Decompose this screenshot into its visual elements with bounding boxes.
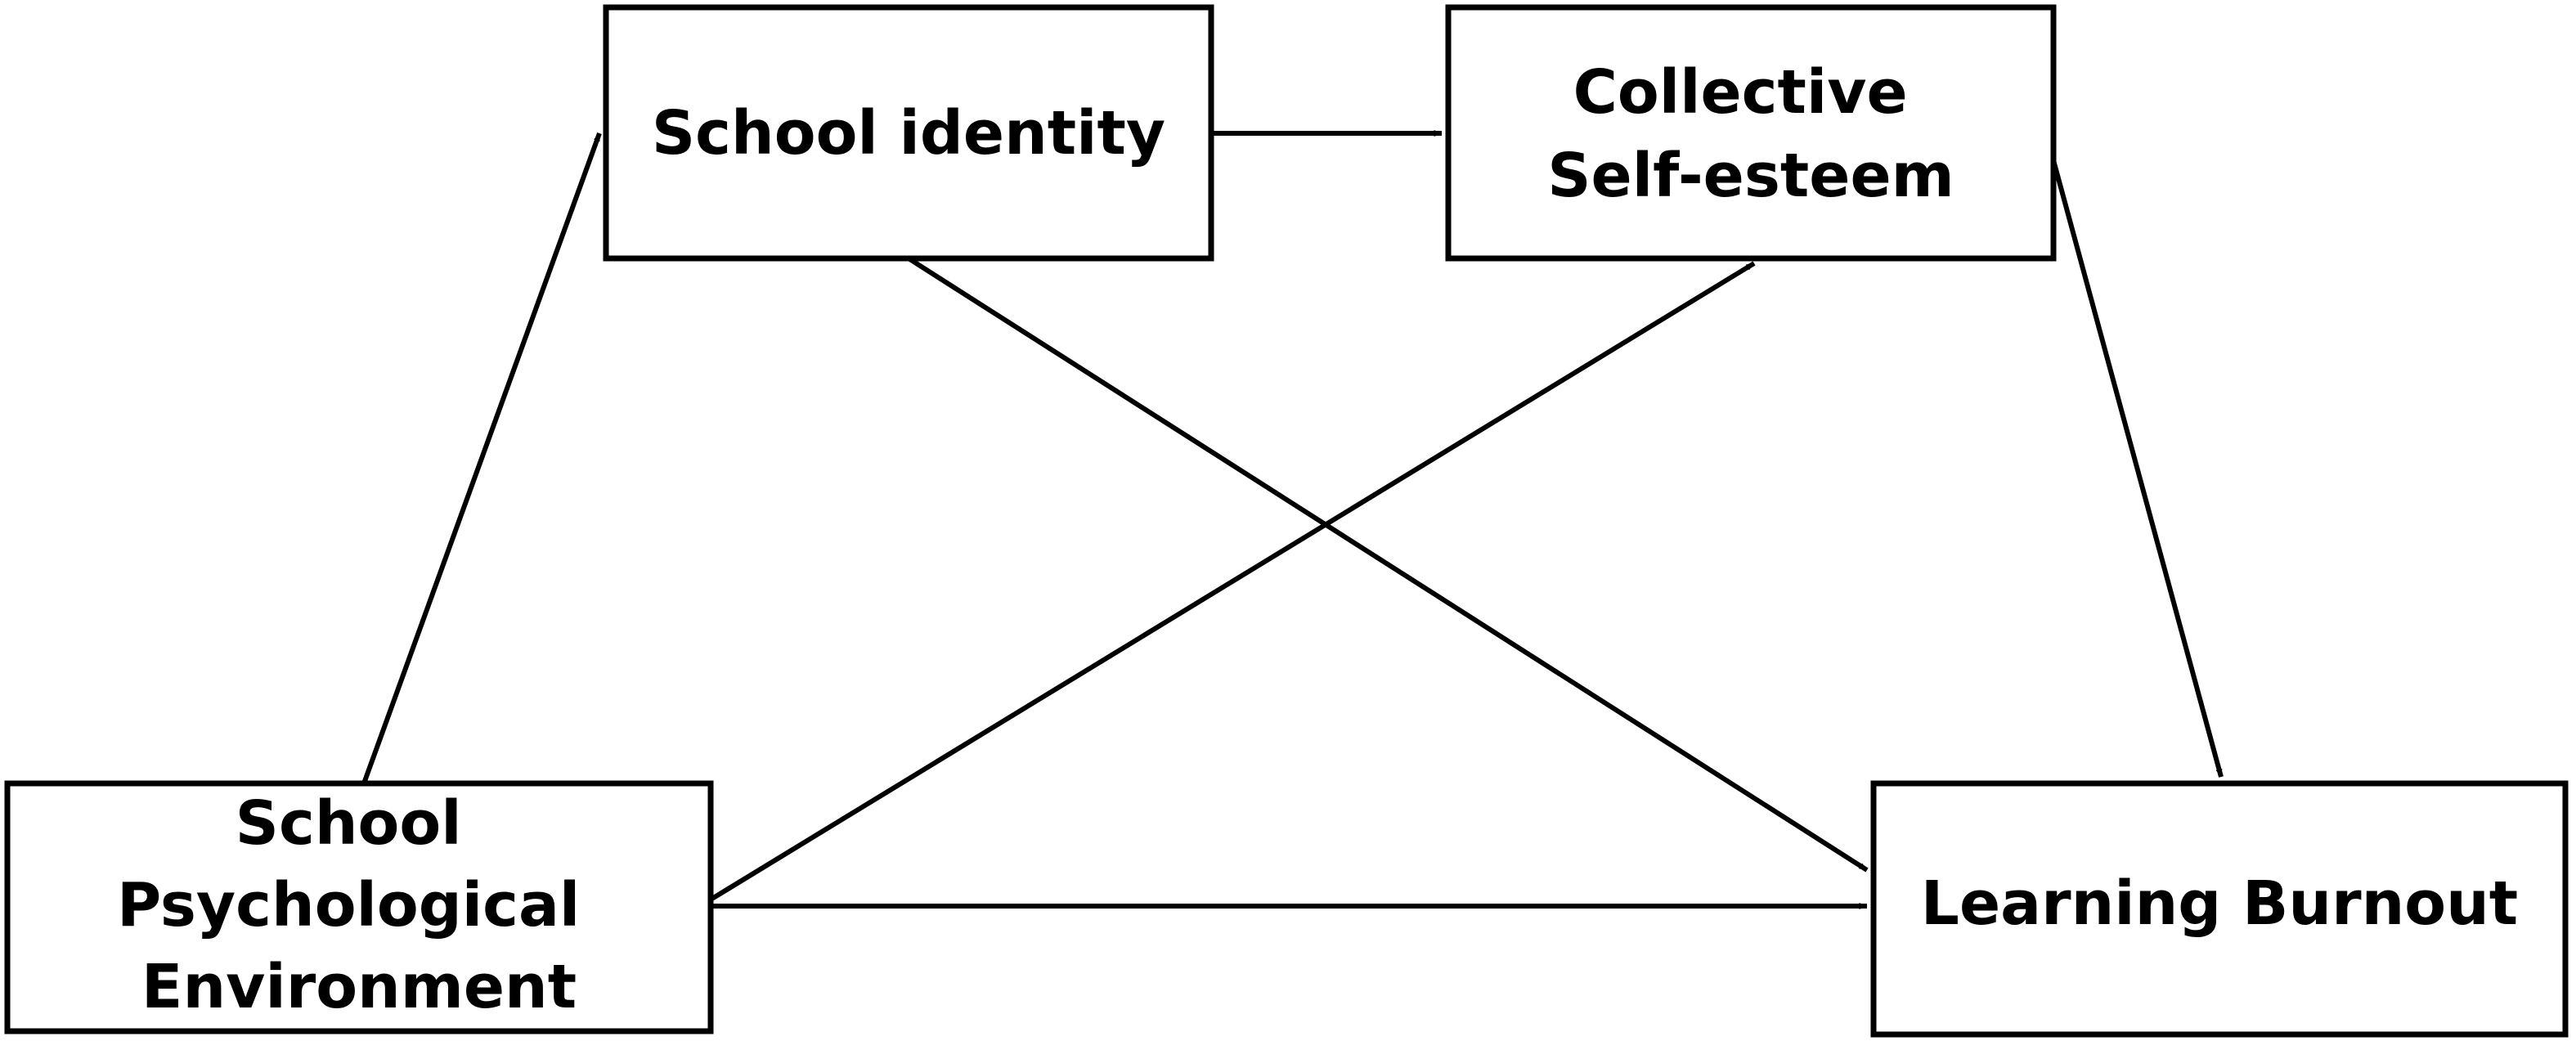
- node-box-school-identity: [603, 4, 1214, 262]
- node-label-learning-burnout-line-1: Learning Burnout: [1921, 868, 2518, 939]
- node-school-identity: School identity: [603, 4, 1214, 262]
- node-collective-self-esteem: Collective Self-esteem: [1445, 4, 2057, 262]
- svg-text:School identity: School identity: [652, 98, 1165, 168]
- arrow-school-psychological-environment-to-school-identity: [361, 132, 602, 785]
- node-label-school-psychological-environment-line-1: School: [236, 788, 462, 859]
- node-box-collective-self-esteem: [1445, 4, 2057, 262]
- node-box-learning-burnout: [1870, 780, 2569, 1038]
- arrow-collective-self-esteem-to-learning-burnout: [2051, 159, 2224, 778]
- node-label-school-identity-line-1: School identity: [652, 98, 1165, 168]
- node-label-school-psychological-environment-line-2: Psychological: [117, 870, 580, 940]
- arrow-school-identity-to-learning-burnout: [907, 256, 1869, 873]
- node-learning-burnout: Learning Burnout: [1870, 780, 2569, 1038]
- node-school-psychological-environment: School Psychological Environment: [4, 780, 714, 1034]
- arrow-school-psychological-environment-to-collective-self-esteem: [709, 261, 1756, 902]
- node-box-school-psychological-environment: [4, 780, 714, 1034]
- edges-layer: [361, 130, 2224, 909]
- svg-text:Collective Self-esteem: Collective Self-esteem: [1547, 57, 1954, 211]
- node-label-school-psychological-environment-line-3: Environment: [141, 952, 577, 1022]
- svg-text:School Psychological: School Psychological Environment: [117, 788, 601, 1022]
- node-label-collective-self-esteem-line-1: Collective: [1573, 57, 1908, 128]
- node-label-collective-self-esteem-line-2: Self-esteem: [1547, 141, 1954, 211]
- svg-text:Learning Burnout: Learning Burnout: [1921, 868, 2518, 939]
